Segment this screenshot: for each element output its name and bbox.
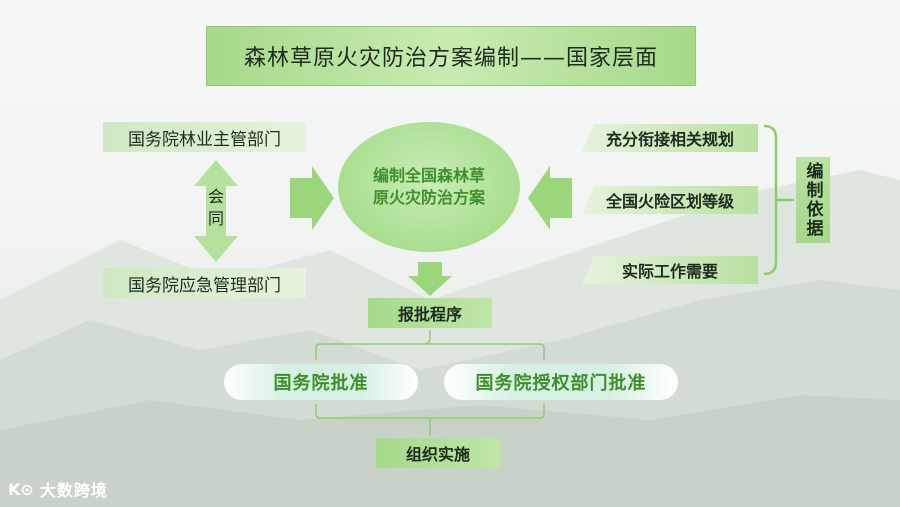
basis-bracket bbox=[764, 126, 776, 274]
central-plan-oval: 编制全国森林草 原火灾防治方案 bbox=[338, 122, 520, 252]
basis-item: 实际工作需要 bbox=[582, 256, 758, 284]
submit-approval-box: 报批程序 bbox=[368, 298, 492, 328]
arrow-down-icon bbox=[408, 262, 452, 296]
page-title: 森林草原火灾防治方案编制——国家层面 bbox=[206, 26, 696, 86]
basis-item: 全国火险区划等级 bbox=[582, 186, 758, 214]
emergency-dept-box: 国务院应急管理部门 bbox=[103, 268, 306, 298]
implementation-box: 组织实施 bbox=[376, 438, 500, 468]
arrow-right-icon bbox=[290, 166, 334, 230]
central-plan-line1: 编制全国森林草 bbox=[373, 165, 485, 187]
forestry-dept-box: 国务院林业主管部门 bbox=[103, 122, 306, 152]
logo-icon: K⊙ bbox=[8, 480, 34, 499]
approve-bracket-bottom bbox=[316, 404, 544, 436]
approve-bracket-top bbox=[316, 330, 544, 360]
state-council-approval: 国务院批准 bbox=[224, 364, 418, 400]
authorized-dept-approval: 国务院授权部门批准 bbox=[444, 364, 678, 400]
basis-label: 编制依据 bbox=[796, 157, 830, 243]
basis-item: 充分衔接相关规划 bbox=[582, 124, 758, 152]
connector-label: 会同 bbox=[206, 186, 226, 230]
watermark-logo: K⊙ 大数跨境 bbox=[8, 476, 108, 502]
arrow-left-icon bbox=[528, 166, 572, 230]
central-plan-line2: 原火灾防治方案 bbox=[373, 187, 485, 209]
logo-text: 大数跨境 bbox=[40, 477, 108, 501]
